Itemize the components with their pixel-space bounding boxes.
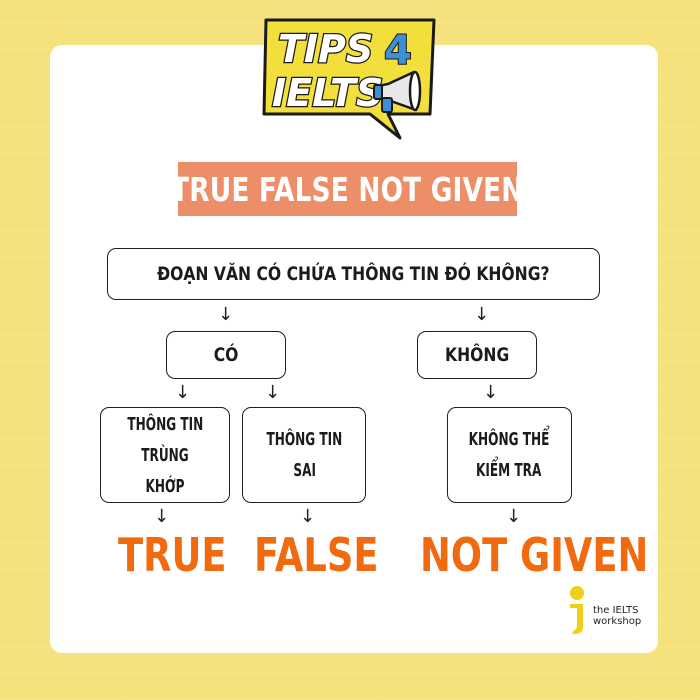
title-banner: TRUE FALSE NOT GIVEN: [171, 162, 524, 216]
brand-line2: workshop: [593, 616, 642, 627]
leaf-wrong-box: THÔNG TIN SAI: [242, 407, 366, 503]
leaf-match-line2: TRÙNG KHỚP: [141, 444, 189, 497]
content-card: [50, 45, 658, 653]
arrow-down-icon: ↓: [506, 506, 522, 527]
branch-no-box: KHÔNG: [417, 331, 537, 379]
megaphone-icon: [373, 70, 422, 113]
arrow-down-icon: ↓: [265, 382, 281, 403]
branch-yes-label: CÓ: [213, 344, 239, 366]
question-box: ĐOẠN VĂN CÓ CHỨA THÔNG TIN ĐÓ KHÔNG?: [107, 248, 600, 300]
arrow-down-icon: ↓: [474, 304, 490, 325]
leaf-unknown-line1: KHÔNG THỂ: [469, 429, 550, 450]
leaf-unknown-line2: KIỂM TRA: [476, 460, 543, 481]
answer-true: TRUE: [118, 528, 227, 582]
arrow-down-icon: ↓: [483, 382, 499, 403]
question-text: ĐOẠN VĂN CÓ CHỨA THÔNG TIN ĐÓ KHÔNG?: [157, 263, 550, 285]
leaf-wrong-line2: SAI: [292, 460, 316, 481]
ielts-workshop-i-icon: [570, 586, 584, 634]
tips4ielts-logo: TIPS 4 IELTS: [258, 14, 440, 140]
arrow-down-icon: ↓: [300, 506, 316, 527]
leaf-match-box: THÔNG TIN TRÙNG KHỚP: [100, 407, 230, 503]
ielts-workshop-logo: the IELTS workshop: [563, 586, 655, 638]
answer-false: FALSE: [254, 528, 379, 582]
logo-tips-text: TIPS: [278, 27, 373, 71]
leaf-unknown-box: KHÔNG THỂ KIỂM TRA: [447, 407, 572, 503]
leaf-wrong-line1: THÔNG TIN: [266, 429, 342, 450]
branch-no-label: KHÔNG: [444, 344, 510, 366]
arrow-down-icon: ↓: [218, 304, 234, 325]
arrow-down-icon: ↓: [175, 382, 191, 403]
logo-ielts-text: IELTS: [272, 71, 383, 115]
branch-yes-box: CÓ: [166, 331, 286, 379]
logo-number-text: 4: [384, 28, 412, 74]
brand-line1: the IELTS: [593, 605, 639, 616]
answer-not-given: NOT GIVEN: [420, 528, 649, 582]
leaf-match-line1: THÔNG TIN: [127, 413, 203, 435]
arrow-down-icon: ↓: [154, 506, 170, 527]
page-title: TRUE FALSE NOT GIVEN: [171, 169, 524, 209]
